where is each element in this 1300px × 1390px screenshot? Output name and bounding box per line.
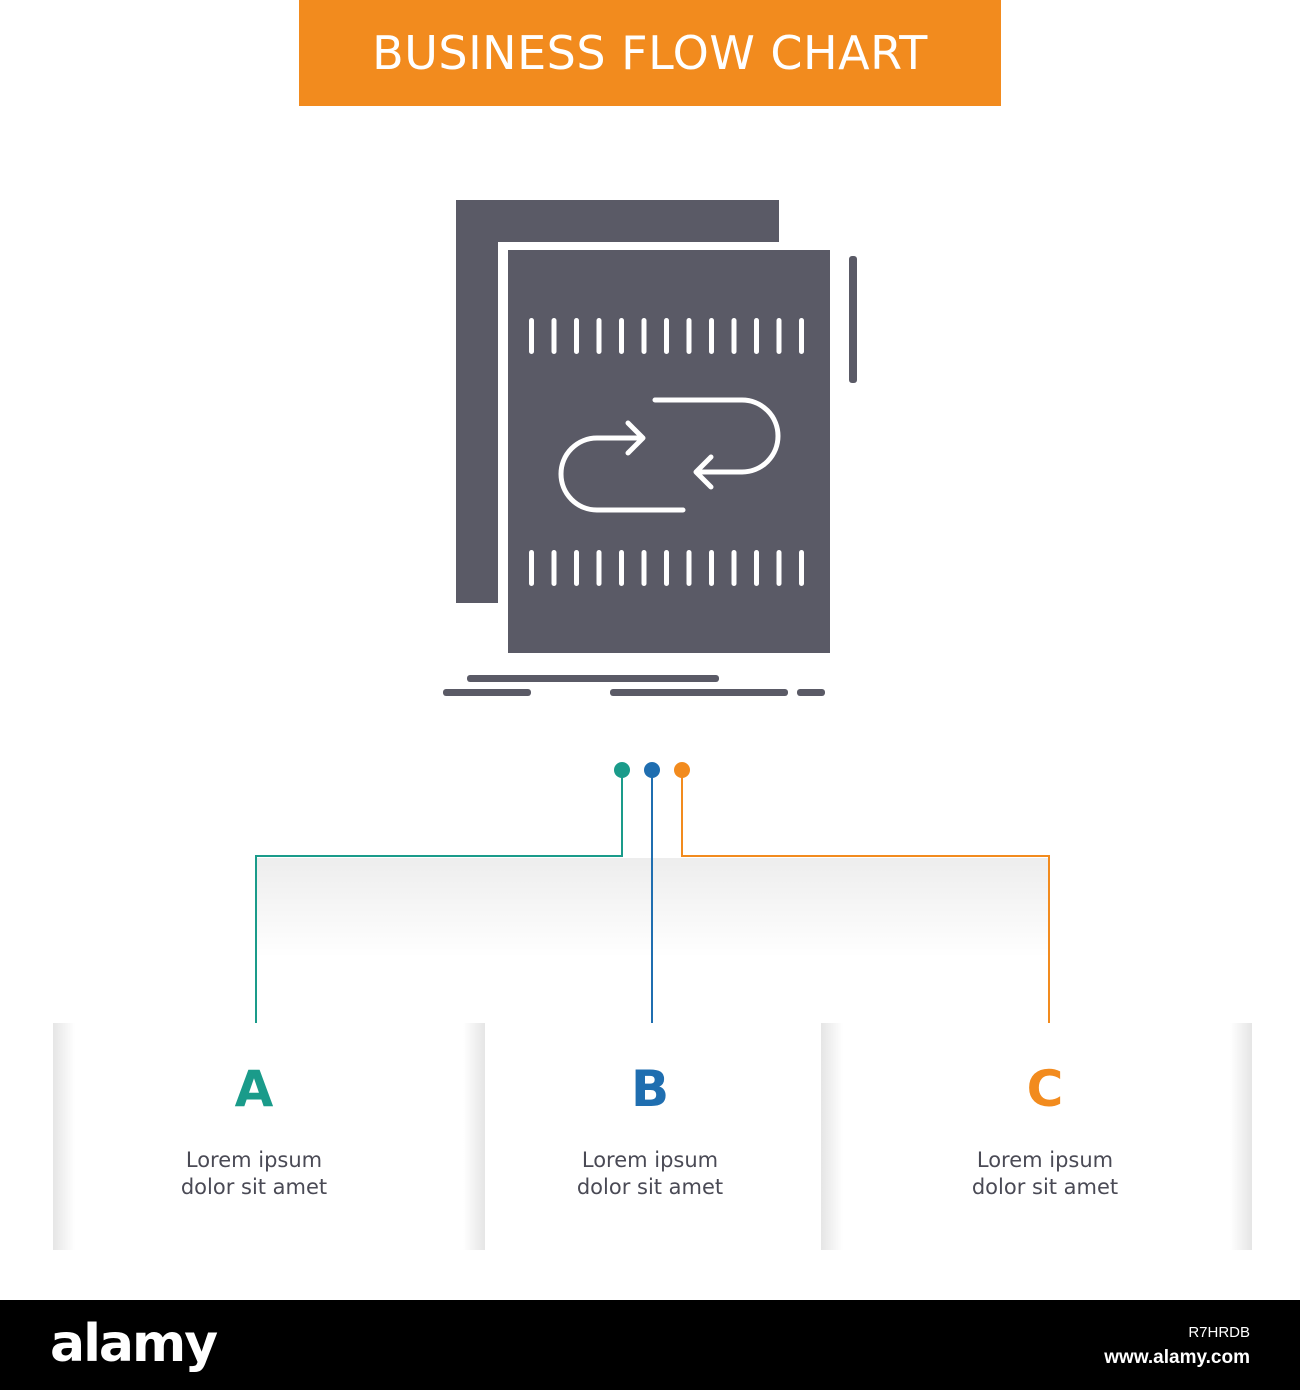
dash-mark [731,550,737,586]
dash-mark [664,318,669,354]
base-line-4 [797,689,825,696]
dash-mark [686,318,692,354]
dash-mark [551,550,557,586]
page-title: BUSINESS FLOW CHART [372,26,928,80]
dash-mark [799,318,804,354]
step-letter-c: C [1026,1060,1064,1118]
sync-arrow-top [558,435,686,513]
dash-row-top [529,318,804,354]
dash-mark [641,318,647,354]
step-text-b-line1: Lorem ipsum [581,1148,719,1172]
step-text-c: Lorem ipsum dolor sit amet [935,1147,1155,1201]
connector-line-c [681,770,1050,1036]
card-edge [463,1023,485,1250]
dash-mark [686,550,692,586]
dash-mark [619,550,624,586]
sync-arrow-bottom-head [693,454,714,490]
base-line-1 [467,675,719,682]
dash-mark [799,550,804,586]
step-text-a: Lorem ipsum dolor sit amet [144,1147,364,1201]
step-text-a-line1: Lorem ipsum [185,1148,323,1172]
sync-arrow-top-head [625,420,646,456]
dash-mark [641,550,647,586]
sync-arrows-icon [558,397,781,513]
dash-mark [709,318,714,354]
step-text-a-line2: dolor sit amet [180,1175,328,1199]
connector-lines [255,762,1050,1036]
back-page-shape [456,200,779,242]
card-edge [53,1023,75,1250]
dash-mark [731,318,737,354]
step-card-b [485,1023,821,1250]
connector-dot-a [614,762,630,778]
step-letter-a: A [234,1060,274,1118]
footer-bar: alamy R7HRDB www.alamy.com [0,1300,1300,1390]
dash-mark [529,550,534,586]
title-banner: BUSINESS FLOW CHART [299,0,1001,106]
footer-logo: alamy [50,1314,218,1374]
side-bar [849,256,857,383]
dash-mark [619,318,624,354]
base-line-2 [443,689,531,696]
footer-image-id: R7HRDB [1188,1324,1250,1341]
dash-mark [709,550,714,586]
step-text-c-line2: dolor sit amet [971,1175,1119,1199]
dash-row-bottom [529,550,804,586]
connector-dot-c [674,762,690,778]
step-card-c [821,1023,1252,1250]
document-sync-icon [443,200,857,696]
step-text-b: Lorem ipsum dolor sit amet [540,1147,760,1201]
dash-mark [664,550,669,586]
step-text-b-line2: dolor sit amet [576,1175,724,1199]
connector-line-a [255,770,623,1036]
back-page-inner-line [472,368,479,603]
dash-mark [754,550,759,586]
dash-mark [551,318,557,354]
footer-url[interactable]: www.alamy.com [1104,1347,1250,1368]
dash-mark [529,318,534,354]
connector-dot-b [644,762,660,778]
sync-arrow-bottom [652,397,781,475]
step-letter-b: B [630,1060,670,1118]
dash-mark [574,318,579,354]
card-edge [1230,1023,1252,1250]
step-card-a [53,1023,485,1250]
dash-mark [596,318,602,354]
base-line-3 [610,689,788,696]
step-text-c-line1: Lorem ipsum [976,1148,1114,1172]
dash-mark [574,550,579,586]
dash-mark [776,550,782,586]
card-edge [821,1023,843,1250]
dash-mark [754,318,759,354]
dash-mark [596,550,602,586]
dash-mark [776,318,782,354]
